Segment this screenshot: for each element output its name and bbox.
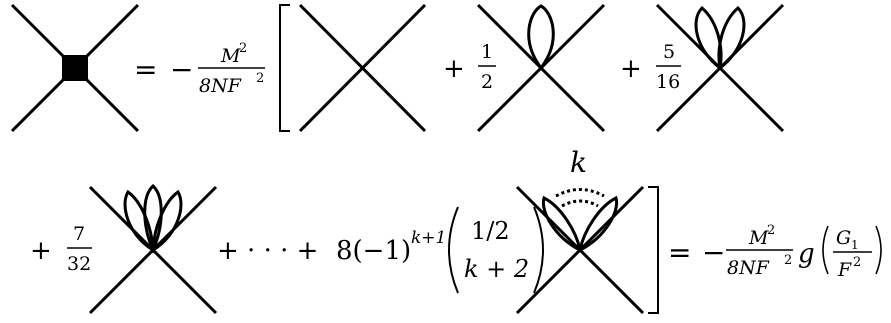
dotted-arc-outer [555, 188, 605, 198]
prefactor-denominator: 8NF [199, 75, 242, 97]
arg-denominator: F [837, 259, 852, 281]
vertex-square [62, 55, 88, 81]
arg-numerator-sub: 1 [851, 238, 859, 252]
loop-petal [577, 195, 619, 253]
effective-vertex-diagram [10, 3, 140, 133]
tree-vertex-diagram [298, 3, 427, 133]
plus-sign: + [30, 236, 52, 266]
loop-petal [143, 183, 163, 254]
three-loop-diagram [88, 183, 218, 315]
rhs-prefactor-fraction: M 2 8NF 2 [726, 223, 793, 279]
function-argument: G 1 F 2 [822, 225, 882, 281]
coef-numerator: 7 [73, 223, 85, 245]
prefactor-numerator: M [220, 45, 241, 67]
loop-count-label: k [570, 146, 587, 179]
one-loop-diagram [476, 3, 606, 133]
arg-left-paren [822, 225, 829, 275]
coefficient-five-sixteenths: 5 16 [656, 41, 681, 93]
plus-sign: + [620, 54, 642, 84]
general-coefficient: 8(−1) [336, 236, 411, 266]
loop-petal [123, 189, 155, 253]
arg-numerator: G [836, 227, 851, 249]
rhs-denominator: 8NF [727, 257, 770, 279]
rhs-denominator-exp: 2 [784, 253, 792, 268]
binom-left-paren [448, 206, 459, 294]
rhs-numerator-exp: 2 [767, 223, 775, 238]
rhs-equals-sign: = [668, 236, 691, 269]
loop-petal [717, 5, 746, 71]
two-loop-diagram [655, 3, 785, 133]
general-exponent: k+1 [411, 228, 446, 248]
minus-sign: − [170, 53, 193, 86]
arg-denominator-exp: 2 [853, 255, 861, 270]
prefactor-fraction: M 2 8NF 2 [198, 41, 265, 97]
ellipsis-sum: + · · · + [217, 236, 318, 266]
rhs-minus-sign: − [702, 236, 725, 269]
dotted-arc-inner [561, 199, 599, 208]
rhs-numerator: M [748, 227, 769, 249]
prefactor-numerator-exp: 2 [239, 41, 247, 56]
coef-numerator: 5 [663, 41, 675, 63]
coef-numerator: 1 [481, 41, 493, 63]
loop-petal [694, 5, 723, 71]
loop-petal [151, 189, 183, 253]
function-g: g [798, 239, 815, 269]
leg-line [298, 3, 427, 133]
binom-bottom: k + 2 [464, 255, 529, 283]
equals-sign: = [134, 53, 157, 86]
k-loop-diagram [515, 185, 645, 315]
binom-top: 1/2 [471, 217, 510, 245]
loop-petal [541, 195, 583, 253]
coef-denominator: 2 [481, 71, 493, 93]
coefficient-seven-thirtyseconds: 7 32 [67, 223, 92, 275]
coefficient-one-half: 1 2 [478, 41, 496, 93]
arg-right-paren [875, 225, 882, 275]
plus-sign: + [443, 54, 465, 84]
binomial-coefficient: 1/2 k + 2 [448, 206, 544, 294]
right-bracket [648, 186, 659, 314]
coef-denominator: 16 [656, 71, 680, 93]
loop-petal [527, 4, 555, 71]
binom-right-paren [533, 206, 544, 294]
left-bracket [279, 4, 290, 132]
coef-denominator: 32 [67, 253, 91, 275]
prefactor-denominator-exp: 2 [256, 71, 264, 86]
